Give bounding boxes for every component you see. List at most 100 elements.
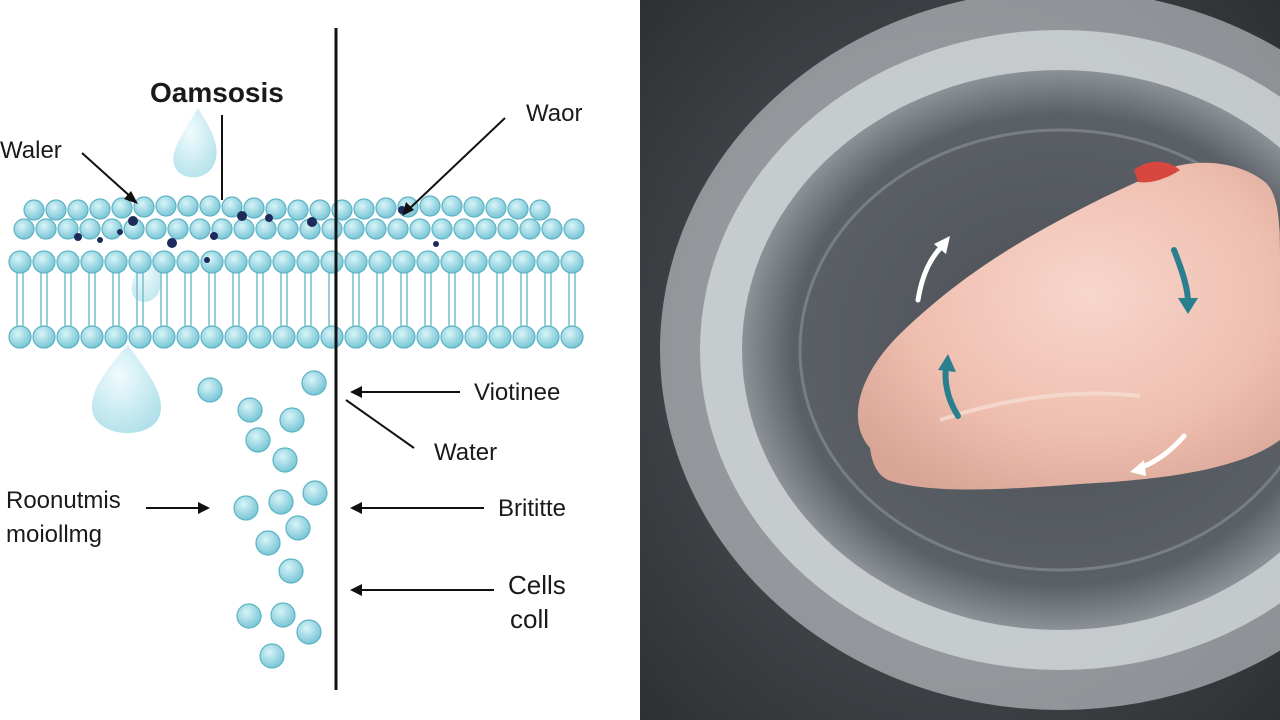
meat-bowl-illustration (640, 0, 1280, 720)
label-membrane-right: Viotinee (474, 379, 560, 406)
arrowhead-membrane-right (350, 386, 362, 398)
phospholipid-head (392, 250, 416, 274)
phospholipid-head (152, 250, 176, 274)
phospholipid-head (368, 325, 392, 349)
phospholipid-head (272, 250, 296, 274)
phospholipid-head (133, 196, 155, 218)
label-cells-line2: coll (510, 604, 549, 634)
water-molecule (236, 603, 262, 629)
phospholipid-head (563, 218, 585, 240)
phospholipid-head (23, 199, 45, 221)
phospholipid-head (485, 197, 507, 219)
phospholipid-head (560, 250, 584, 274)
phospholipid-head (104, 250, 128, 274)
water-molecule (296, 619, 322, 645)
arrow-water-top-right (407, 117, 506, 211)
phospholipid-head (344, 250, 368, 274)
label-water-top-right: Waor (526, 100, 582, 127)
water-molecule (278, 558, 304, 584)
meat-red-tip (1134, 161, 1180, 183)
phospholipid-head (221, 196, 243, 218)
phospholipid-head (101, 218, 123, 240)
phospholipid-head (409, 218, 431, 240)
phospholipid-head (519, 218, 541, 240)
label-left-line1: Roonutmis (6, 487, 121, 514)
phospholipid-head (224, 325, 248, 349)
phospholipid-head (89, 198, 111, 220)
phospholipid-head (441, 195, 463, 217)
phospholipid-head (32, 325, 56, 349)
phospholipid-head (80, 325, 104, 349)
phospholipid-head (145, 218, 167, 240)
water-molecule (272, 447, 298, 473)
water-molecule (245, 427, 271, 453)
phospholipid-head (309, 199, 331, 221)
water-molecule (302, 480, 328, 506)
phospholipid-head (176, 250, 200, 274)
phospholipid-heads-bottom (8, 325, 584, 349)
water-molecule (237, 397, 263, 423)
meat-in-water-photo (640, 0, 1280, 720)
meat-fat-line (939, 391, 1141, 422)
flow-arrowhead-white-top (934, 236, 950, 254)
diagram-title: Oamsosis (150, 77, 284, 108)
phospholipid-head (296, 325, 320, 349)
phospholipid-head (344, 325, 368, 349)
label-cells-line1: Cells (508, 570, 566, 600)
phospholipid-head (365, 218, 387, 240)
phospholipid-head (243, 197, 265, 219)
phospholipid-head (79, 218, 101, 240)
phospholipid-head (387, 218, 409, 240)
phospholipid-head (189, 218, 211, 240)
phospholipid-head (464, 325, 488, 349)
phospholipid-head (497, 218, 519, 240)
phospholipid-head (343, 218, 365, 240)
phospholipid-head (353, 198, 375, 220)
bowl-inner-ring (798, 128, 1280, 572)
phospholipid-head (419, 195, 441, 217)
label-left-line2: moiollmg (6, 521, 102, 548)
phospholipid-head (155, 195, 177, 217)
water-molecule (197, 377, 223, 403)
phospholipid-head (56, 325, 80, 349)
phospholipid-head (321, 218, 343, 240)
water-molecule (279, 407, 305, 433)
phospholipid-head (392, 325, 416, 349)
water-droplet-bottom (91, 345, 161, 434)
phospholipid-head (541, 218, 563, 240)
label-water-left: Waler (0, 137, 62, 164)
phospholipid-head (80, 250, 104, 274)
label-brittle: Brititte (498, 495, 566, 522)
phospholipid-head (176, 325, 200, 349)
phospholipid-head (287, 199, 309, 221)
flow-arrowhead-teal-right (1178, 298, 1198, 314)
osmosis-diagram-panel: Oamsosis Waler Waor Viotinee Water Roonu… (0, 28, 585, 690)
phospholipid-head (431, 218, 453, 240)
phospholipid-head (200, 325, 224, 349)
osmosis-diagram: Oamsosis Waler Waor Viotinee Water Roonu… (0, 28, 585, 690)
phospholipid-head (128, 325, 152, 349)
phospholipid-head (152, 325, 176, 349)
arrowhead-cells (350, 584, 362, 596)
phospholipid-head (248, 250, 272, 274)
arrow-water-left (81, 152, 133, 199)
phospholipid-head (199, 195, 221, 217)
phospholipid-head (233, 218, 255, 240)
phospholipid-head (200, 250, 224, 274)
phospholipid-heads-top (8, 195, 585, 274)
phospholipid-head (440, 325, 464, 349)
phospholipid-head (512, 250, 536, 274)
phospholipid-head (32, 250, 56, 274)
arrowhead-water-top-right (402, 202, 414, 216)
phospholipid-head (177, 195, 199, 217)
water-molecule (270, 602, 296, 628)
phospholipid-head (35, 218, 57, 240)
water-molecule (301, 370, 327, 396)
label-water-mid: Water (434, 439, 497, 466)
phospholipid-head (463, 196, 485, 218)
phospholipid-head (368, 250, 392, 274)
phospholipid-head (488, 325, 512, 349)
water-molecule (285, 515, 311, 541)
phospholipid-head (416, 250, 440, 274)
phospholipid-head (488, 250, 512, 274)
